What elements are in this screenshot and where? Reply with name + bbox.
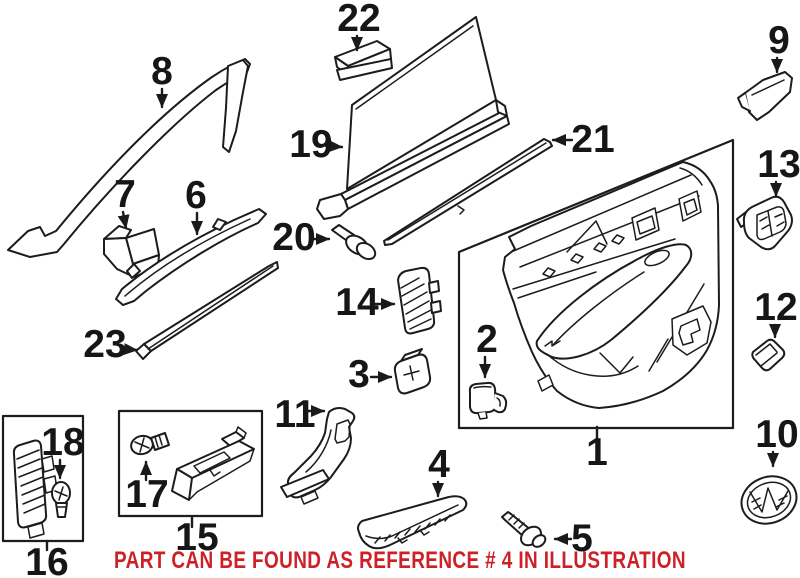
part-11-pillar-trim bbox=[280, 407, 356, 505]
callout-label-15: 15 bbox=[175, 516, 218, 559]
part-5-screw bbox=[501, 511, 547, 548]
callout-label-18: 18 bbox=[41, 421, 84, 464]
callout-label-10: 10 bbox=[755, 413, 798, 456]
callout-label-23: 23 bbox=[83, 323, 126, 366]
part-15-lamp-housing bbox=[171, 426, 255, 501]
callout-label-4: 4 bbox=[428, 443, 450, 486]
callout-label-21: 21 bbox=[571, 118, 614, 161]
callout-arrow-23 bbox=[121, 343, 139, 356]
part-17-bulb bbox=[130, 432, 170, 456]
callout-arrow-7 bbox=[117, 210, 130, 230]
callout-label-1: 1 bbox=[586, 431, 608, 474]
callout-label-6: 6 bbox=[185, 174, 207, 217]
part-1-door-panel-assembly bbox=[457, 138, 735, 430]
callout-label-8: 8 bbox=[151, 50, 173, 93]
callout-label-19: 19 bbox=[289, 123, 332, 166]
part-23-molding-strip bbox=[135, 261, 279, 360]
callout-label-17: 17 bbox=[125, 473, 168, 516]
callout-label-5: 5 bbox=[571, 517, 593, 560]
callout-label-20: 20 bbox=[272, 216, 315, 259]
part-12-switch bbox=[751, 338, 786, 372]
inset-box-15 bbox=[117, 409, 264, 518]
caption-text: PART CAN BE FOUND AS REFERENCE # 4 IN IL… bbox=[114, 547, 686, 574]
callout-label-9: 9 bbox=[768, 19, 790, 62]
part-19-window-shade bbox=[316, 16, 510, 220]
callout-arrow-19 bbox=[324, 140, 344, 153]
part-9-cover bbox=[737, 71, 793, 121]
part-8-frame-trim bbox=[7, 58, 251, 258]
inset-box-16 bbox=[1, 414, 85, 543]
callout-label-12: 12 bbox=[754, 286, 797, 329]
callout-label-11: 11 bbox=[274, 393, 315, 436]
inset-box-16-border bbox=[1, 414, 85, 543]
part-1-frame-box bbox=[457, 138, 735, 430]
callout-label-2: 2 bbox=[476, 318, 498, 361]
part-3-switch bbox=[393, 348, 432, 395]
part-13-pull-cup bbox=[736, 195, 793, 251]
inset-box-15-border bbox=[117, 409, 264, 518]
part-22-bar bbox=[334, 40, 393, 81]
part-4-armrest bbox=[357, 495, 468, 550]
callout-label-3: 3 bbox=[348, 353, 370, 396]
part-2-grommet bbox=[468, 381, 508, 420]
part-20-bolt bbox=[331, 224, 377, 261]
part-8-outline bbox=[7, 58, 251, 258]
callout-label-14: 14 bbox=[335, 281, 379, 324]
callout-label-16: 16 bbox=[25, 541, 68, 578]
part-18-bulb bbox=[51, 481, 71, 518]
part-21-belt-molding bbox=[383, 138, 553, 246]
callout-label-22: 22 bbox=[337, 0, 380, 40]
part-10-round-cover bbox=[740, 475, 798, 525]
part-6-trim-strip bbox=[115, 208, 267, 306]
part-14-switch-bank bbox=[397, 266, 442, 335]
callout-label-7: 7 bbox=[114, 173, 136, 216]
callouts: 1 2 3 4 5 6 7 8 9 10 11 12 13 bbox=[25, 0, 800, 578]
callout-label-13: 13 bbox=[757, 143, 800, 186]
